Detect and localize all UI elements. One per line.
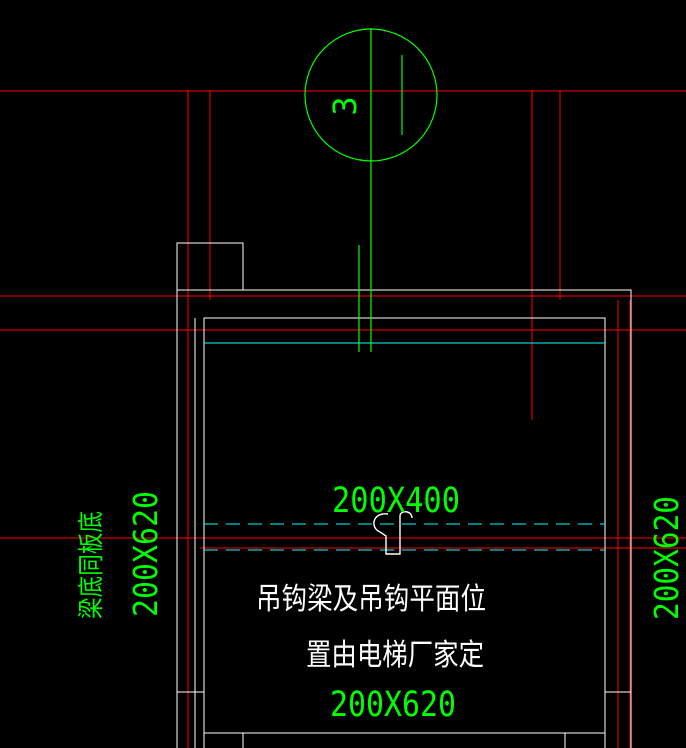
note-beam-bottom-same-as-slab: 梁底同板底 xyxy=(77,511,107,619)
outer-wall xyxy=(176,289,632,748)
lifting-hook-icon xyxy=(373,511,413,555)
axis-marker-label: 3 xyxy=(326,96,364,115)
axis-marker xyxy=(304,28,438,352)
beam-label-right: 200X620 xyxy=(647,496,686,620)
beam-lines xyxy=(204,342,605,551)
beam-label-top: 200X400 xyxy=(332,481,460,521)
note-hook-beam-line1: 吊钩梁及吊钩平面位 xyxy=(256,582,486,617)
inner-wall xyxy=(203,317,606,748)
axis-grid-lines xyxy=(0,90,686,748)
beam-label-bottom: 200X620 xyxy=(330,685,456,725)
wall-outlines xyxy=(176,242,632,748)
beam-label-left: 200X620 xyxy=(126,491,165,617)
note-hook-beam-line2: 置由电梯厂家定 xyxy=(306,638,484,673)
